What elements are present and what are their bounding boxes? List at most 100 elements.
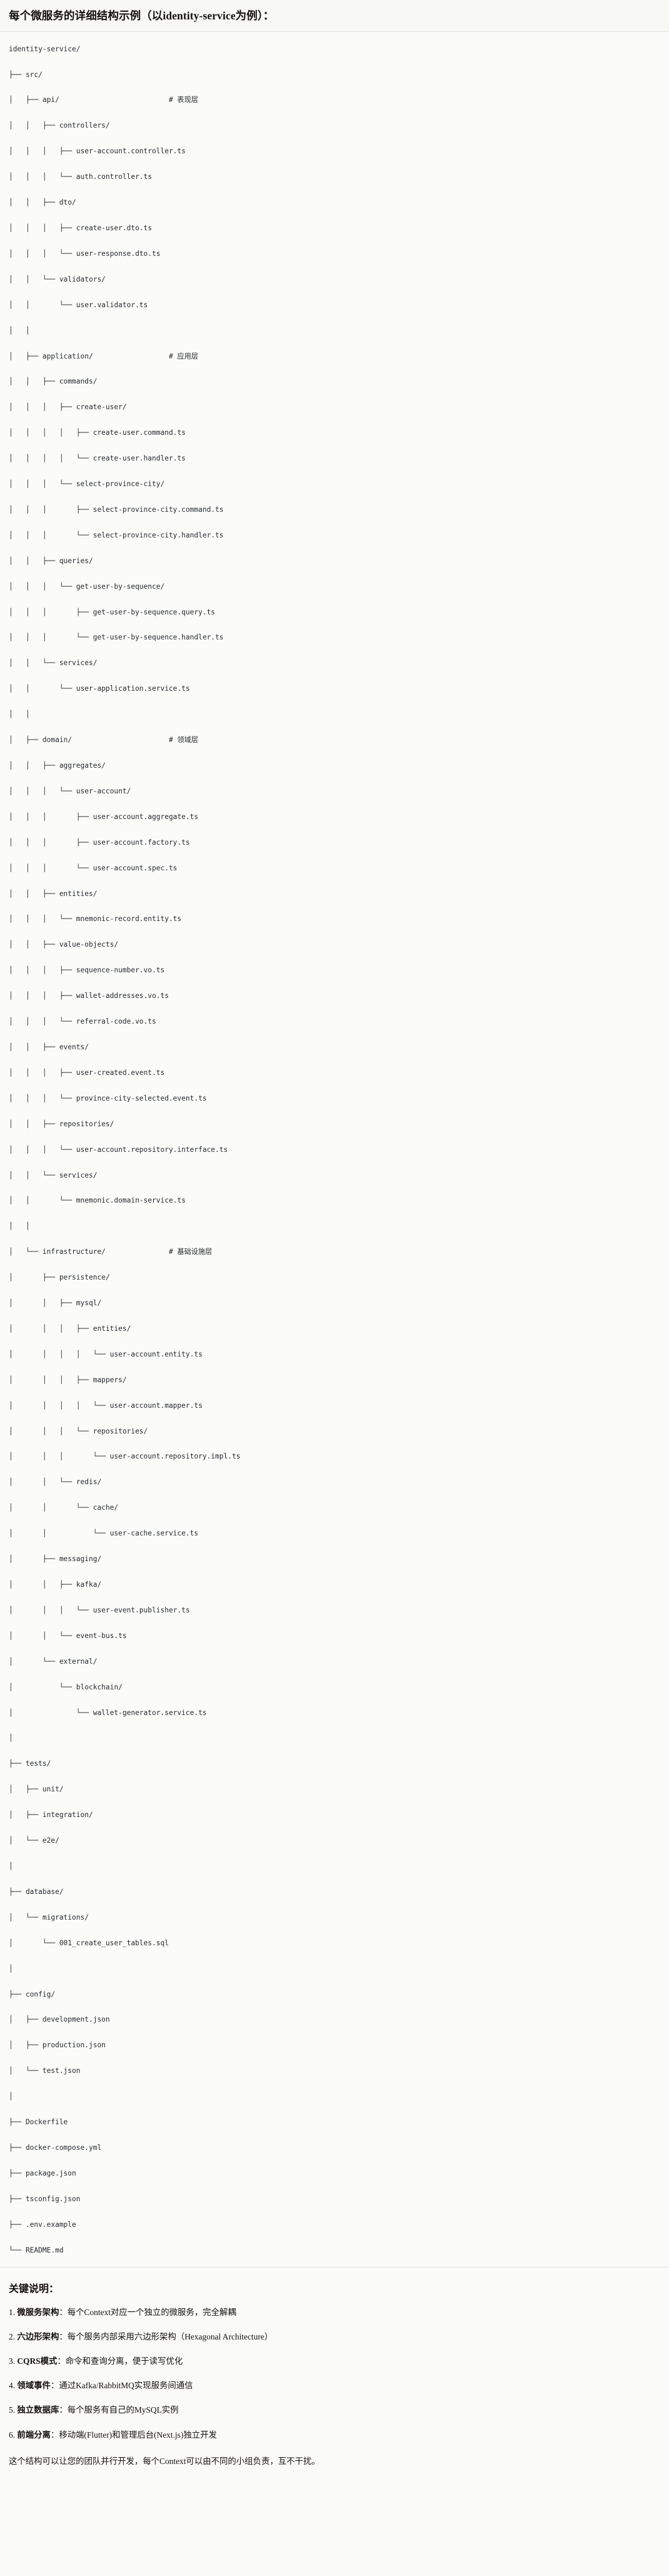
tree-line: │ │ │ ├── wallet-addresses.vo.ts xyxy=(9,992,169,1000)
key-note-item: 2. 六边形架构：每个服务内部采用六边形架构（Hexagonal Archite… xyxy=(9,2331,660,2343)
tree-line: │ └── migrations/ xyxy=(9,1913,89,1922)
tree-line: ├── config/ xyxy=(9,1990,56,1998)
key-note-number: 3. xyxy=(9,2356,18,2366)
tree-line: │ │ └── mnemonic.domain-service.ts xyxy=(9,1196,186,1205)
tree-line: │ │ └── services/ xyxy=(9,659,98,668)
tree-line: │ xyxy=(9,1734,13,1743)
key-note-item: 3. CQRS模式：命令和查询分离，便于读写优化 xyxy=(9,2355,660,2368)
key-note-term: 微服务架构 xyxy=(17,2308,59,2318)
tree-line: │ │ ├── aggregates/ xyxy=(9,761,106,770)
tree-line: │ └── wallet-generator.service.ts xyxy=(9,1708,207,1717)
tree-line: │ │ │ └── auth.controller.ts xyxy=(9,173,153,181)
tree-line: │ │ │ ├── entities/ xyxy=(9,1324,131,1333)
tree-line: │ │ xyxy=(9,710,30,719)
tree-line: │ │ │ ├── mappers/ xyxy=(9,1375,127,1384)
key-notes-title: 关键说明： xyxy=(9,2284,59,2295)
tree-line: │ │ │ └── user-account.repository.impl.t… xyxy=(9,1452,241,1461)
tree-line: │ │ └── user.validator.ts xyxy=(9,300,148,309)
tree-line: │ │ ├── value-objects/ xyxy=(9,940,119,949)
page-title: 每个微服务的详细结构示例（以identity-service为例）： xyxy=(9,9,274,22)
tree-line: │ │ │ └── referral-code.vo.ts xyxy=(9,1017,156,1026)
key-note-number: 2. xyxy=(9,2332,18,2342)
tree-line: │ │ │ ├── get-user-by-sequence.query.ts xyxy=(9,608,216,616)
key-note-item: 4. 领域事件：通过Kafka/RabbitMQ实现服务间通信 xyxy=(9,2380,660,2392)
tree-line-comment: # 应用层 xyxy=(168,352,198,360)
tree-line: ├── tsconfig.json xyxy=(9,2194,81,2203)
key-note-description: ：命令和查询分离，便于读写优化 xyxy=(57,2356,183,2366)
tree-line: │ │ │ ├── user-account.aggregate.ts xyxy=(9,812,199,821)
tree-line: │ │ │ └── mnemonic-record.entity.ts xyxy=(9,915,182,924)
tree-line: │ │ │ └── select-province-city.handler.t… xyxy=(9,531,224,539)
tree-line: │ │ │ │ ├── create-user.command.ts xyxy=(9,429,186,437)
tree-line: │ │ │ └── get-user-by-sequence/ xyxy=(9,582,165,591)
key-note-number: 4. xyxy=(9,2381,18,2391)
tree-line: │ │ ├── dto/ xyxy=(9,198,76,207)
tree-line: │ └── 001_create_user_tables.sql xyxy=(9,1938,169,1947)
tree-line: │ │ └── redis/ xyxy=(9,1478,102,1487)
tree-line: │ │ │ ├── sequence-number.vo.ts xyxy=(9,966,165,975)
tree-line: │ │ ├── kafka/ xyxy=(9,1581,102,1589)
tree-line: │ │ │ └── select-province-city/ xyxy=(9,480,165,489)
tree-line: │ │ │ │ └── create-user.handler.ts xyxy=(9,454,186,463)
tree-line: │ │ └── services/ xyxy=(9,1171,98,1179)
key-note-term: 独立数据库 xyxy=(17,2405,59,2415)
key-note-description: ：每个服务有自己的MySQL实例 xyxy=(59,2405,179,2415)
tree-line: │ │ ├── mysql/ xyxy=(9,1299,102,1308)
tree-line: │ │ ├── commands/ xyxy=(9,377,98,386)
tree-line: │ └── test.json xyxy=(9,2067,81,2075)
tree-line: │ │ └── user-application.service.ts xyxy=(9,685,190,693)
tree-line: │ │ │ └── user-account.repository.interf… xyxy=(9,1145,228,1154)
tree-line: │ │ └── event-bus.ts xyxy=(9,1631,127,1640)
tree-line: │ │ xyxy=(9,326,30,335)
tree-line: │ │ ├── events/ xyxy=(9,1042,89,1051)
tree-line: │ xyxy=(9,1964,13,1973)
tree-line: │ │ │ ├── select-province-city.command.t… xyxy=(9,505,224,514)
tree-line: │ └── blockchain/ xyxy=(9,1683,123,1691)
tree-line: │ └── infrastructure/ # 基础设施层 xyxy=(9,1248,213,1256)
tree-line: │ │ │ └── user-account.spec.ts xyxy=(9,863,178,872)
tree-line: identity-service/ xyxy=(9,44,81,53)
key-note-item: 6. 前端分离：移动端(Flutter)和管理后台(Next.js)独立开发 xyxy=(9,2429,660,2441)
tree-line-comment: # 表现层 xyxy=(168,96,198,104)
tree-line: │ ├── persistence/ xyxy=(9,1273,110,1282)
tree-line: │ xyxy=(9,2092,13,2101)
key-note-term: 六边形架构 xyxy=(17,2332,59,2342)
key-note-description: ：通过Kafka/RabbitMQ实现服务间通信 xyxy=(50,2381,193,2391)
tree-line: │ │ ├── queries/ xyxy=(9,556,93,565)
tree-line: │ │ ├── entities/ xyxy=(9,889,98,898)
tree-line: │ │ │ └── user-account/ xyxy=(9,787,131,795)
tree-line: │ │ │ ├── user-created.event.ts xyxy=(9,1068,165,1077)
tree-line: │ │ │ └── province-city-selected.event.t… xyxy=(9,1094,207,1102)
tree-line: ├── .env.example xyxy=(9,2220,76,2229)
key-note-number: 5. xyxy=(9,2405,18,2415)
tree-line: ├── database/ xyxy=(9,1887,64,1896)
tree-line: ├── docker-compose.yml xyxy=(9,2143,102,2152)
tree-line: │ xyxy=(9,1861,13,1870)
tree-line: └── README.md xyxy=(9,2246,64,2254)
tree-line: │ │ │ └── get-user-by-sequence.handler.t… xyxy=(9,633,224,642)
tree-line: │ │ └── validators/ xyxy=(9,275,106,283)
tree-line: ├── Dockerfile xyxy=(9,2118,68,2127)
key-note-item: 5. 独立数据库：每个服务有自己的MySQL实例 xyxy=(9,2404,660,2416)
tree-line: │ │ ├── repositories/ xyxy=(9,1119,114,1128)
key-note-term: CQRS模式 xyxy=(17,2356,58,2366)
tree-line: │ ├── development.json xyxy=(9,2015,110,2024)
tree-line: │ ├── integration/ xyxy=(9,1811,93,1820)
tree-line: ├── tests/ xyxy=(9,1759,51,1768)
tree-line-comment: # 领域层 xyxy=(168,736,198,745)
key-note-number: 6. xyxy=(9,2430,18,2440)
tree-line: │ └── external/ xyxy=(9,1657,98,1666)
closing-paragraph: 这个结构可以让您的团队并行开发，每个Context可以由不同的小组负责，互不干扰… xyxy=(9,2456,320,2466)
tree-line: │ │ │ └── repositories/ xyxy=(9,1427,148,1435)
tree-line: │ ├── api/ # 表现层 xyxy=(9,96,198,104)
tree-line: │ │ └── cache/ xyxy=(9,1504,119,1512)
directory-tree: identity-service/ ├── src/ │ ├── api/ # … xyxy=(9,43,660,2257)
key-note-term: 领域事件 xyxy=(17,2381,51,2391)
tree-line: │ │ │ ├── user-account.factory.ts xyxy=(9,838,190,847)
tree-line: │ └── e2e/ xyxy=(9,1836,59,1845)
key-note-description: ：每个服务内部采用六边形架构（Hexagonal Architecture） xyxy=(59,2332,273,2342)
tree-line: ├── package.json xyxy=(9,2169,76,2177)
tree-line: │ │ xyxy=(9,1222,30,1231)
tree-line: │ ├── application/ # 应用层 xyxy=(9,352,198,360)
